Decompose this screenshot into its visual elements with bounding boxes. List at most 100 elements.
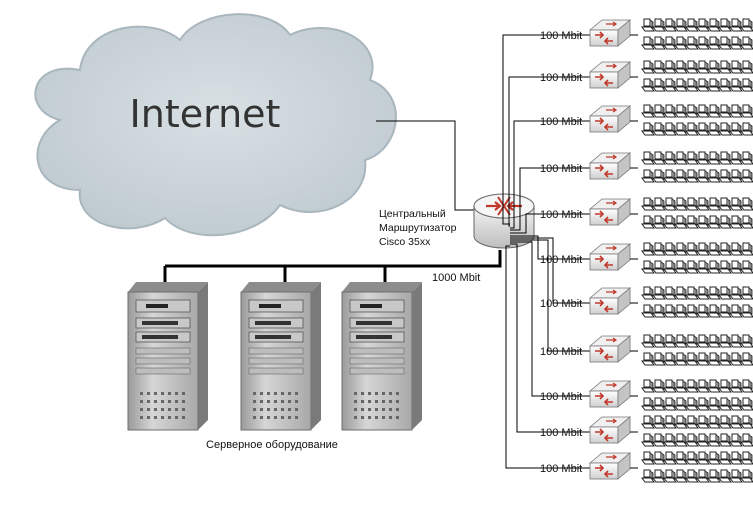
computer-icon — [696, 122, 710, 136]
server-caption: Серверное оборудование — [206, 439, 338, 451]
computer-icon — [729, 169, 743, 183]
computer-icon — [652, 60, 666, 74]
switch-link-label: 100 Mbit — [540, 298, 582, 310]
computer-icon — [641, 469, 655, 483]
internet-link — [376, 120, 478, 211]
computer-icon — [696, 78, 710, 92]
computer-icon — [718, 433, 732, 447]
computer-icon — [652, 18, 666, 32]
computer-icon — [685, 151, 699, 165]
computer-icon — [674, 397, 688, 411]
switch-link — [505, 245, 590, 469]
computer-icon — [707, 286, 721, 300]
computer-icon — [663, 151, 677, 165]
computer-icon — [707, 104, 721, 118]
computer-icon — [740, 104, 753, 118]
computer-icon — [718, 151, 732, 165]
switch-link — [508, 76, 590, 227]
computer-icon — [674, 215, 688, 229]
switch-link-label: 100 Mbit — [540, 163, 582, 175]
computer-icon — [729, 433, 743, 447]
computer-icon — [641, 304, 655, 318]
computer-icon — [663, 18, 677, 32]
computer-icon — [718, 334, 732, 348]
computer-icon — [641, 433, 655, 447]
computer-icon — [663, 242, 677, 256]
computer-icon — [641, 286, 655, 300]
computer-icon — [729, 197, 743, 211]
computer-icon — [696, 433, 710, 447]
computer-icon — [674, 433, 688, 447]
computer-icon — [663, 78, 677, 92]
computer-icon — [652, 379, 666, 393]
computer-icon — [740, 122, 753, 136]
computer-icon — [729, 334, 743, 348]
computer-icon — [652, 197, 666, 211]
switch-icon — [589, 61, 631, 89]
switch-link-label: 100 Mbit — [540, 116, 582, 128]
computer-icon — [674, 260, 688, 274]
computer-icon — [641, 260, 655, 274]
computer-icon — [718, 304, 732, 318]
computer-icon — [685, 104, 699, 118]
computer-icon — [663, 433, 677, 447]
computer-icon — [652, 352, 666, 366]
computer-icon — [674, 286, 688, 300]
computer-icon — [707, 433, 721, 447]
computer-icon — [740, 36, 753, 50]
computer-icon — [652, 215, 666, 229]
computer-icon — [663, 397, 677, 411]
switch-link — [510, 239, 590, 352]
computer-icon — [663, 415, 677, 429]
computer-icon — [707, 215, 721, 229]
switch-icon — [589, 243, 631, 271]
computer-icon — [696, 104, 710, 118]
switch-link — [502, 34, 590, 225]
computer-icon — [707, 169, 721, 183]
switch-link-label: 100 Mbit — [540, 209, 582, 221]
computer-icon — [696, 415, 710, 429]
computer-icon — [718, 242, 732, 256]
computer-icon — [652, 286, 666, 300]
computer-icon — [674, 379, 688, 393]
computer-icon — [641, 379, 655, 393]
computer-icon — [685, 334, 699, 348]
computer-icon — [674, 352, 688, 366]
computer-icon — [740, 286, 753, 300]
computer-icon — [685, 78, 699, 92]
computer-icon — [641, 451, 655, 465]
computer-icon — [674, 78, 688, 92]
computer-icon — [674, 18, 688, 32]
computer-icon — [740, 60, 753, 74]
computer-icon — [641, 151, 655, 165]
computer-icon — [696, 286, 710, 300]
computer-icon — [674, 36, 688, 50]
computer-icon — [696, 304, 710, 318]
computer-icon — [663, 379, 677, 393]
computer-icon — [696, 242, 710, 256]
computer-icon — [718, 451, 732, 465]
computer-icon — [729, 122, 743, 136]
computer-icon — [641, 242, 655, 256]
computer-icon — [696, 379, 710, 393]
computer-icon — [674, 334, 688, 348]
computer-icon — [718, 78, 732, 92]
router-label-line1: Центральный — [379, 208, 446, 220]
computer-icon — [696, 469, 710, 483]
computer-icon — [729, 415, 743, 429]
computer-icon — [729, 260, 743, 274]
computer-icon — [740, 242, 753, 256]
computer-icon — [729, 151, 743, 165]
computer-icon — [652, 260, 666, 274]
computer-icon — [740, 18, 753, 32]
computer-icon — [663, 197, 677, 211]
computer-icon — [740, 352, 753, 366]
computer-icon — [696, 334, 710, 348]
switch-link-label: 100 Mbit — [540, 30, 582, 42]
switch-link — [510, 237, 590, 304]
computer-icon — [685, 286, 699, 300]
switch-rows: 100 Mbit 100 Mbit 100 Mbit 100 Mbit 100 Mbit… — [540, 18, 753, 483]
computer-icon — [641, 334, 655, 348]
computer-icon — [663, 260, 677, 274]
computer-icon — [685, 304, 699, 318]
